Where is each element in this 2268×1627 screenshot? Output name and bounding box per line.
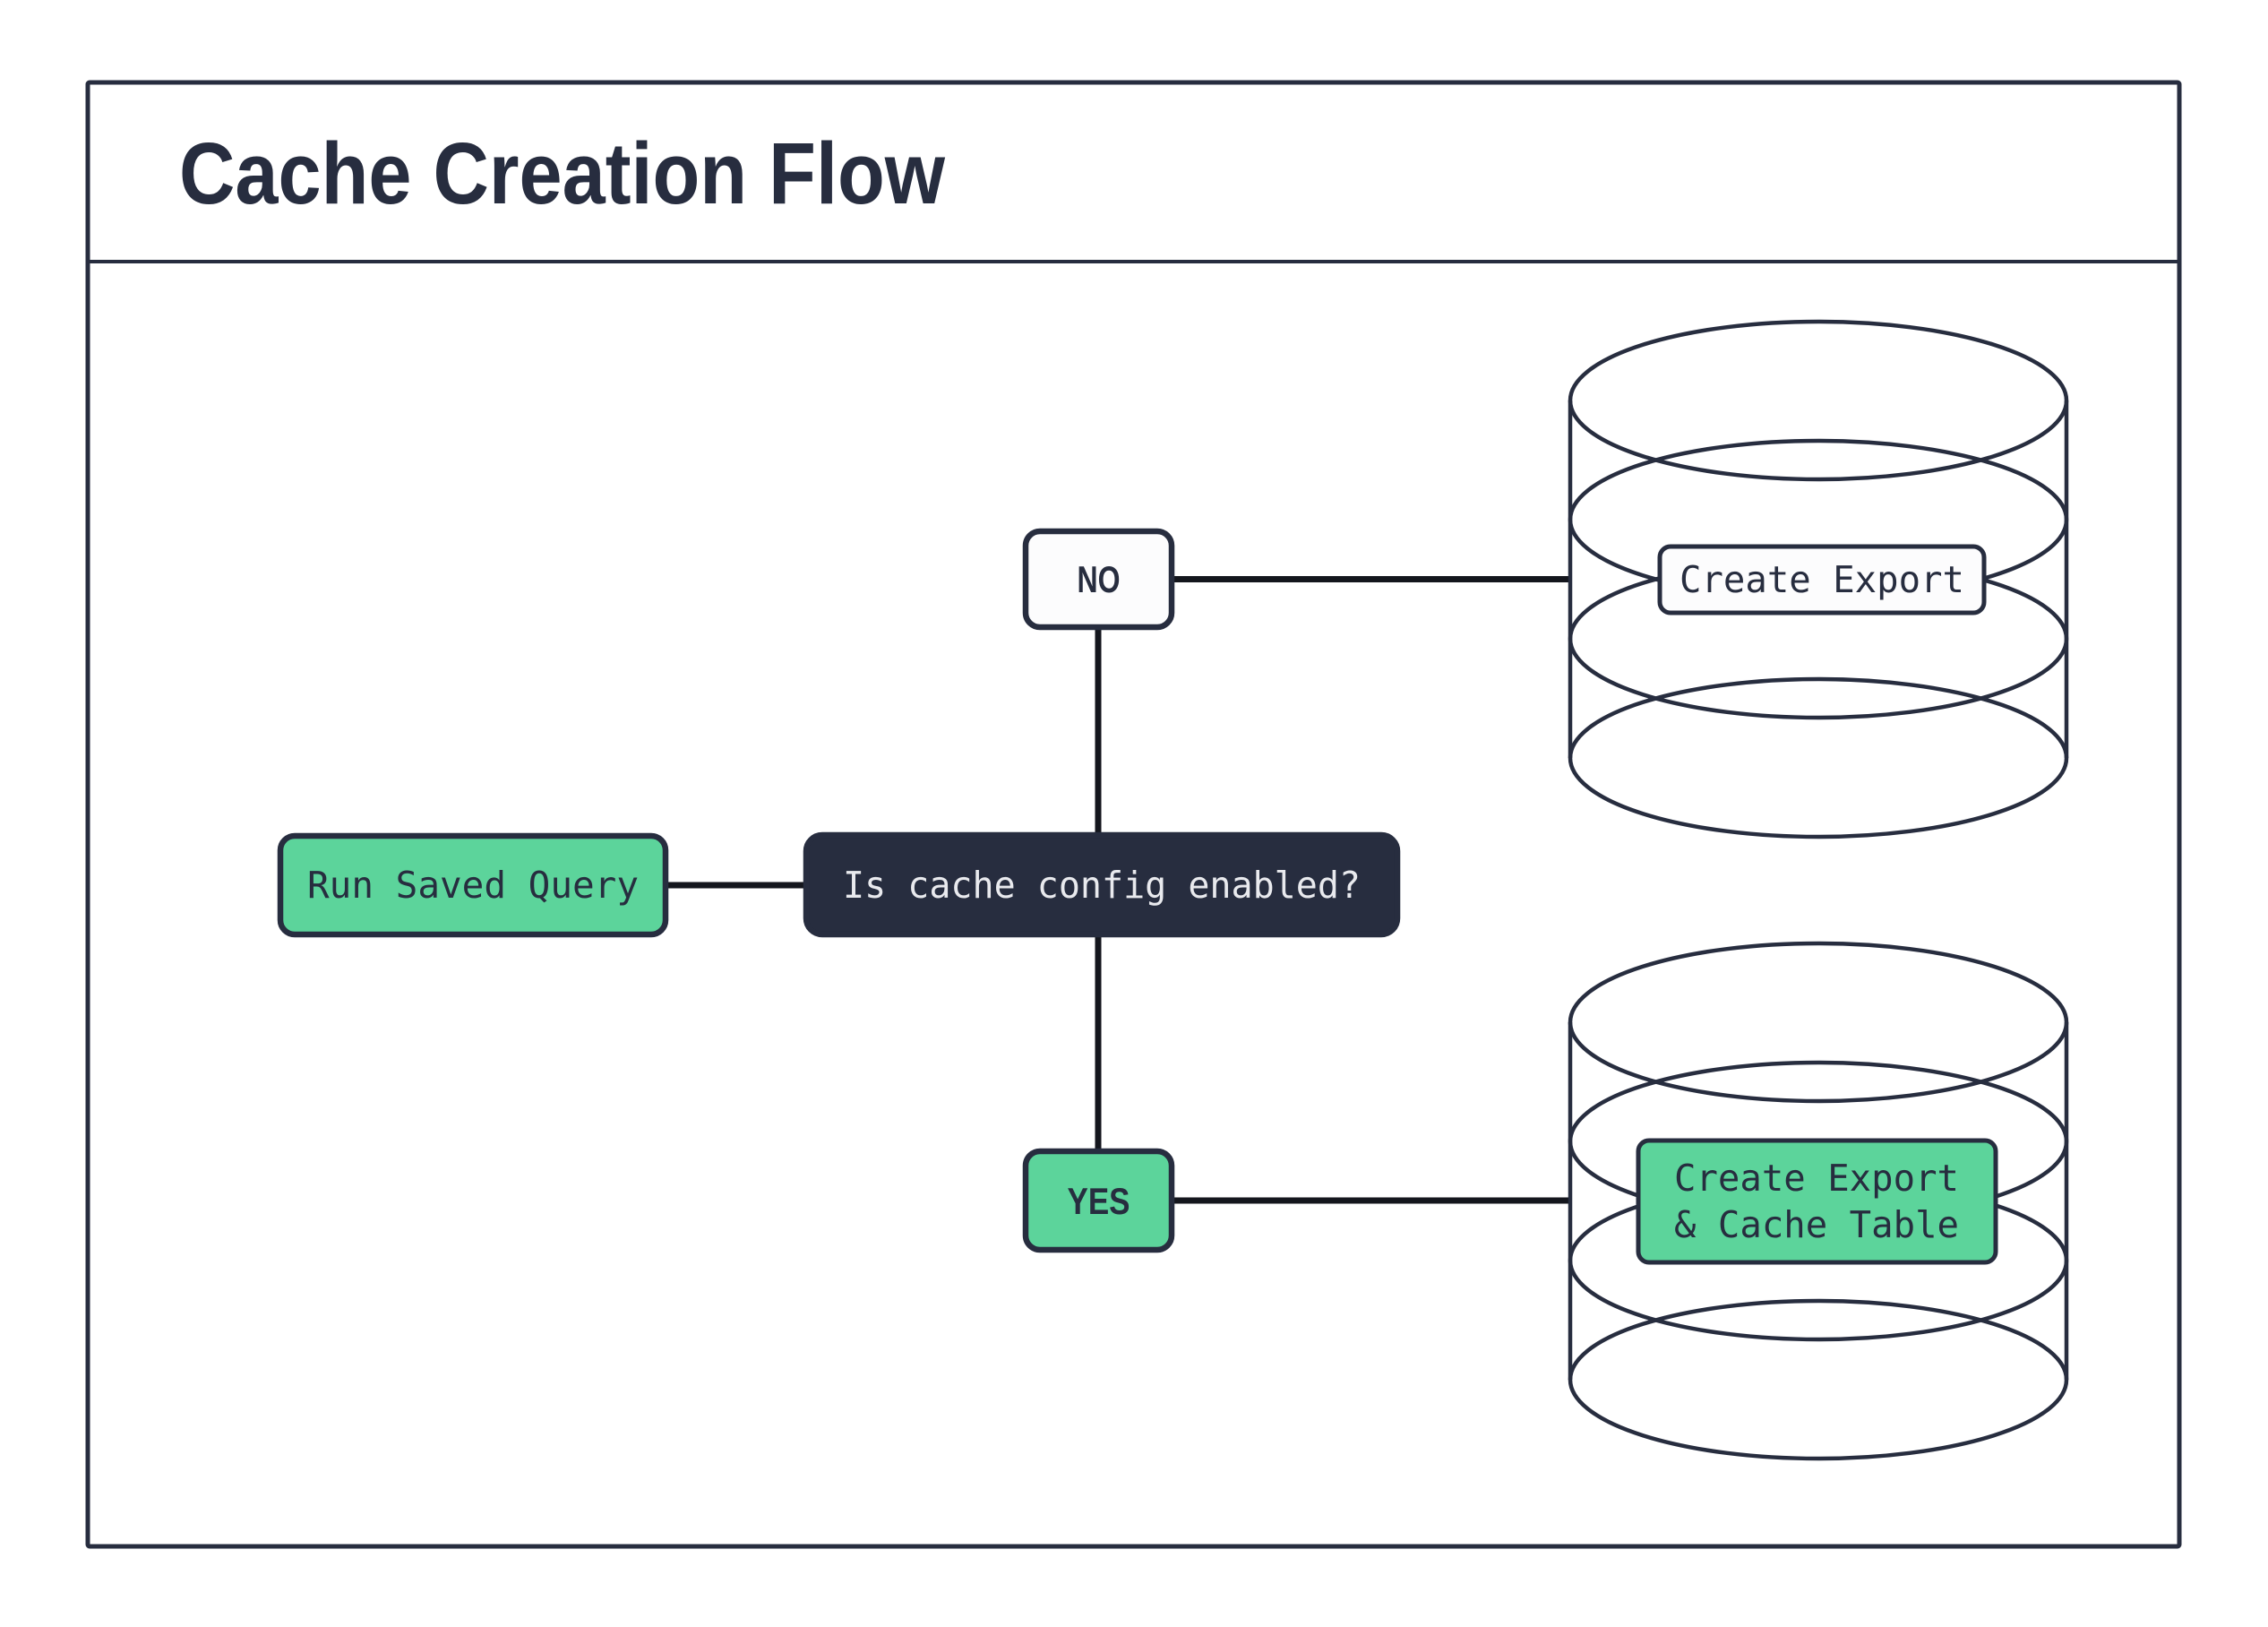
create-export-cache-table-label-line1: Create Export [1674, 1157, 1959, 1200]
node-run-saved-query: Run Saved Query [277, 832, 669, 938]
create-export-label: Create Export [1680, 558, 1964, 601]
database-icon-cache [1568, 941, 2069, 1461]
create-export-cache-table-box [1636, 1138, 1998, 1265]
no-label: NO [1078, 558, 1121, 600]
node-decision: Is cache config enabled? [803, 831, 1401, 938]
create-export-cache-table-label-line2: & Cache Table [1674, 1203, 1959, 1246]
create-export-box [1657, 544, 1987, 616]
yes-label: YES [1068, 1180, 1130, 1222]
node-create-export: Create Export [1657, 544, 1987, 616]
decision-box [803, 831, 1401, 938]
diagram-border [85, 80, 2182, 1549]
connectors [666, 576, 1570, 1204]
run-saved-query-label: Run Saved Query [307, 864, 639, 907]
no-box [1022, 528, 1175, 631]
database-icon-export [1568, 319, 2069, 839]
yes-box [1022, 1148, 1175, 1253]
decision-label: Is cache config enabled? [843, 864, 1361, 907]
node-create-export-cache-table: Create Export & Cache Table [1636, 1138, 1998, 1265]
run-saved-query-box [277, 832, 669, 938]
page-title: Cache Creation Flow [179, 125, 945, 222]
node-no: NO [1022, 528, 1175, 631]
node-yes: YES [1022, 1148, 1175, 1253]
